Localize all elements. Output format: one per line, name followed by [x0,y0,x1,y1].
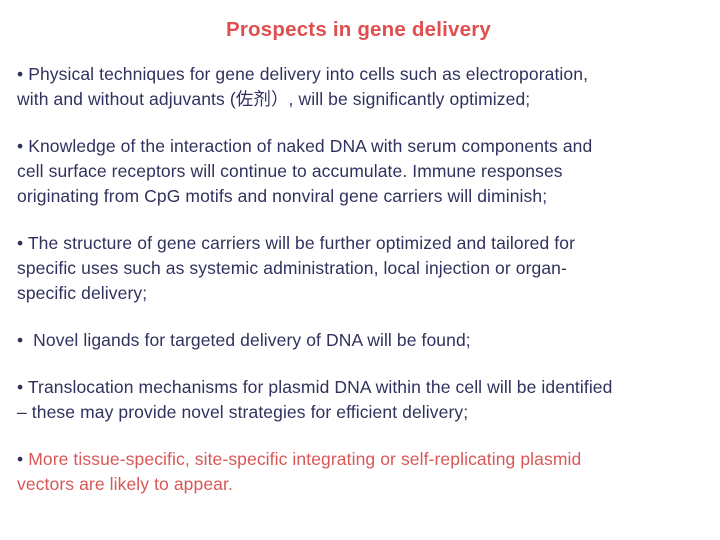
bullet-marker: • [17,330,29,350]
bullet-text: More tissue-specific, site-specific inte… [17,449,582,494]
bullet-text: Translocation mechanisms for plasmid DNA… [17,377,613,422]
bullet-marker: • [17,233,28,253]
bullet-marker: • [17,64,29,84]
bullet-text: Physical techniques for gene delivery in… [17,64,589,109]
bullet-text: Novel ligands for targeted delivery of D… [28,330,471,350]
bullet-item: • Knowledge of the interaction of naked … [17,134,700,209]
bullet-marker: • [17,449,29,469]
bullet-marker: • [17,377,28,397]
bullet-text: Knowledge of the interaction of naked DN… [17,136,593,206]
bullet-text: The structure of gene carriers will be f… [17,233,576,303]
bullet-item: • Novel ligands for targeted delivery of… [17,328,700,353]
bullet-item: • The structure of gene carriers will be… [17,231,700,306]
bullet-marker: • [17,136,29,156]
bullet-item: • Translocation mechanisms for plasmid D… [17,375,700,425]
slide-title: Prospects in gene delivery [226,18,491,41]
bullet-item-highlighted: • More tissue-specific, site-specific in… [17,447,700,497]
bullet-item: • Physical techniques for gene delivery … [17,62,700,112]
